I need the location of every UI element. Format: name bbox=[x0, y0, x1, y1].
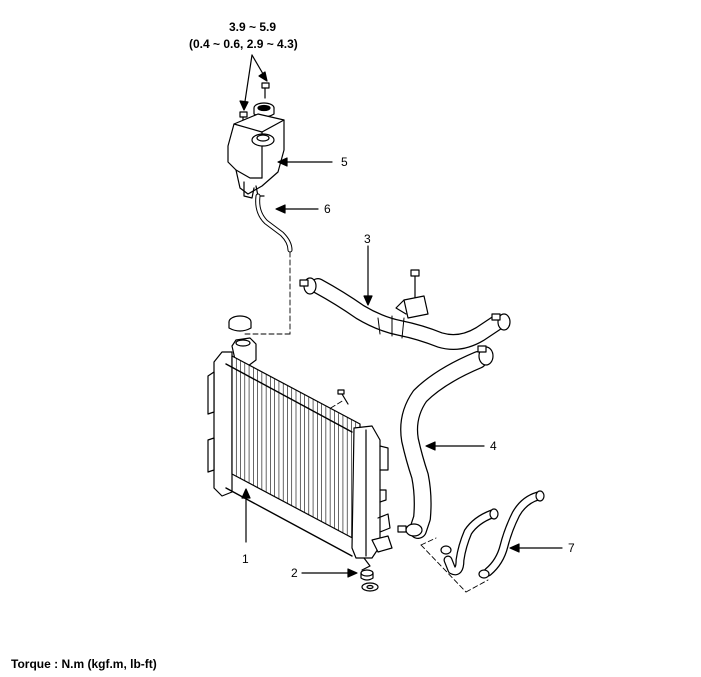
torque-value-alt-units: (0.4 ~ 0.6, 2.9 ~ 4.3) bbox=[189, 37, 298, 51]
radiator-cap bbox=[228, 315, 252, 332]
coolant-reservoir bbox=[227, 113, 285, 199]
callout-leaders bbox=[241, 157, 563, 578]
callout-5: 5 bbox=[341, 155, 348, 169]
callout-7: 7 bbox=[568, 541, 575, 555]
callout-6: 6 bbox=[324, 202, 331, 216]
overflow-hose bbox=[255, 193, 293, 253]
callout-2: 2 bbox=[291, 566, 298, 580]
heater-hoses bbox=[440, 490, 545, 579]
lower-hose bbox=[397, 345, 494, 539]
radiator-top-bolt bbox=[337, 389, 349, 405]
callout-4: 4 bbox=[490, 439, 497, 453]
torque-value-nm: 3.9 ~ 5.9 bbox=[229, 20, 277, 34]
torque-arrows bbox=[239, 54, 268, 111]
upper-hose bbox=[299, 269, 511, 350]
radiator bbox=[207, 337, 393, 571]
callout-1: 1 bbox=[242, 552, 249, 566]
torque-unit-footnote: Torque : N.m (kgf.m, lb-ft) bbox=[11, 657, 157, 671]
callout-3: 3 bbox=[364, 232, 371, 246]
drain-plug bbox=[360, 569, 379, 592]
